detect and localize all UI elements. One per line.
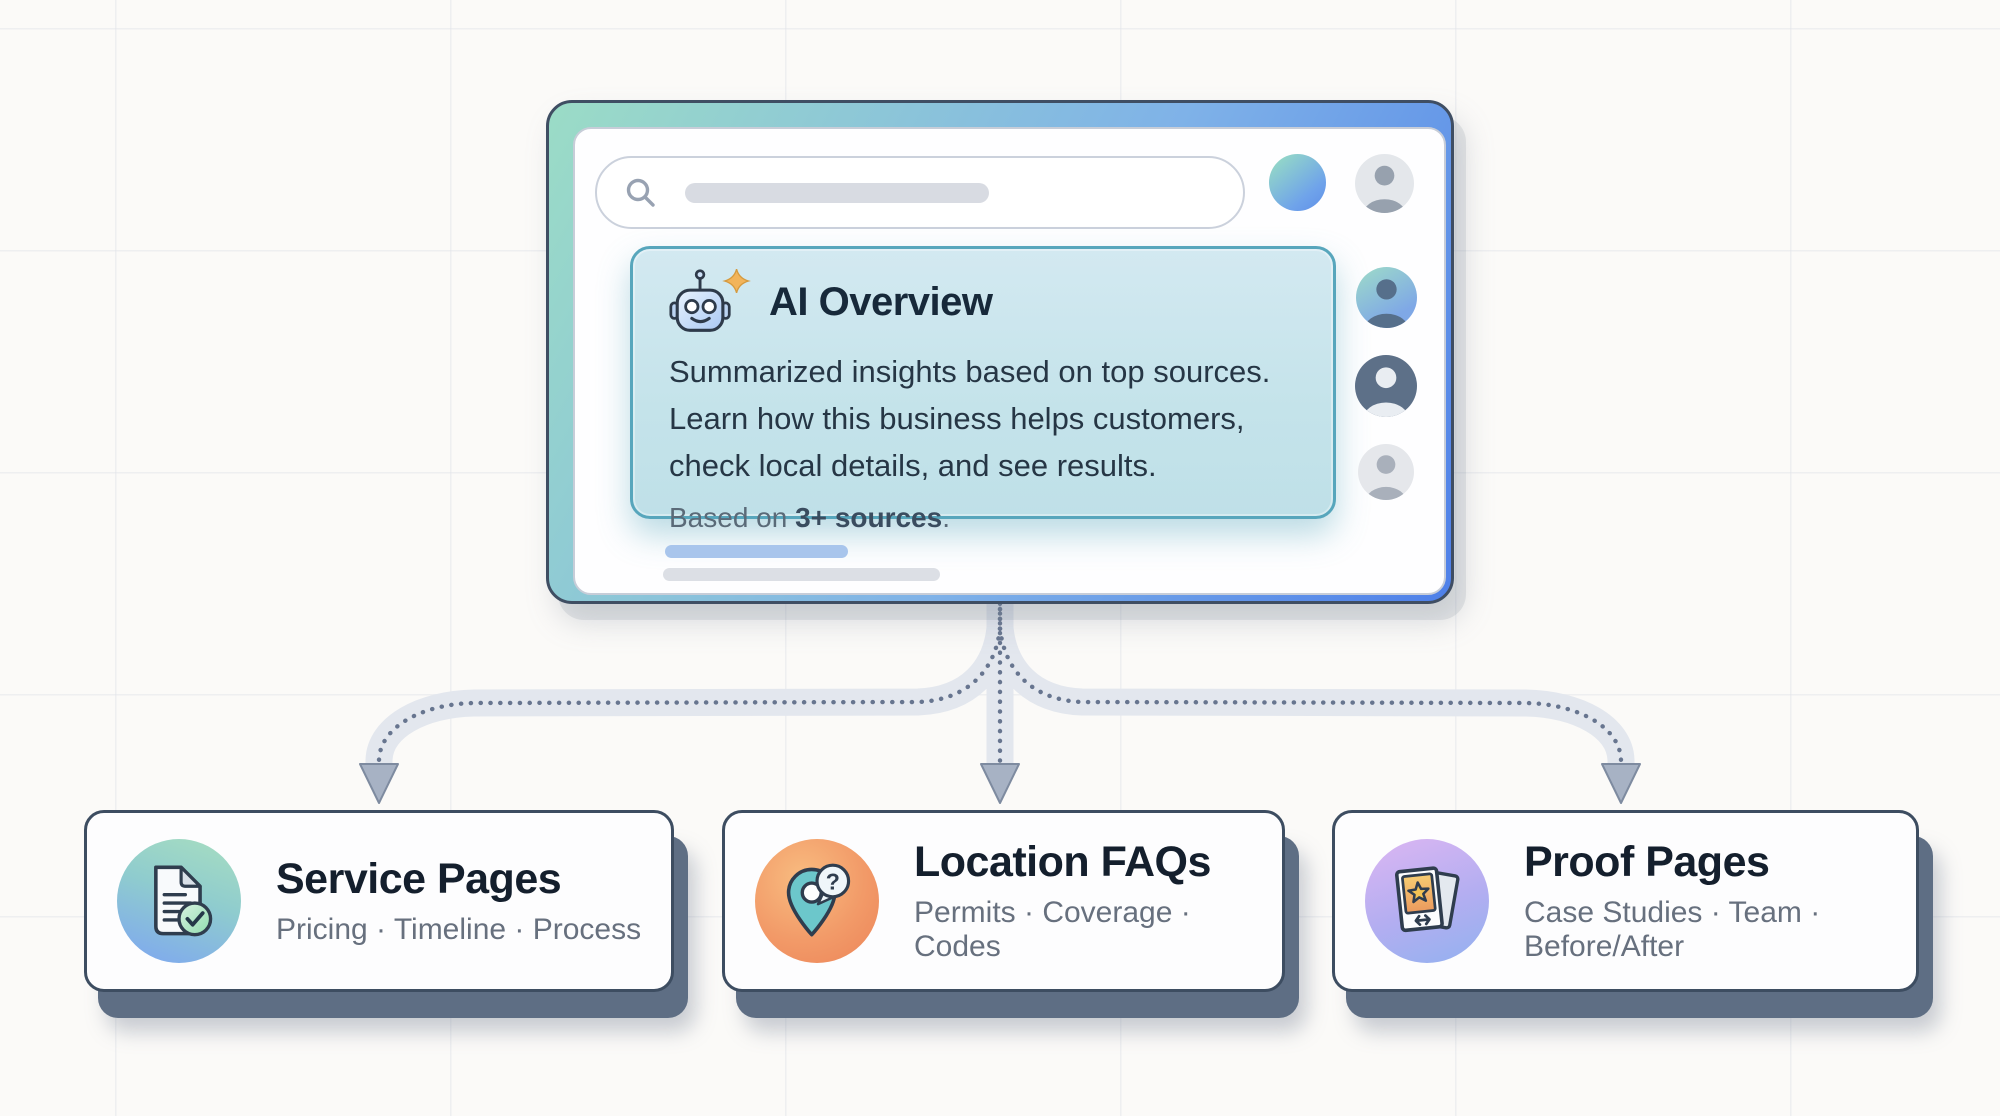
result-avatar-dark[interactable] bbox=[1355, 355, 1417, 417]
sources-count: 3+ sources bbox=[795, 502, 943, 533]
card-subtitle: Permits · Coverage · Codes bbox=[914, 896, 1191, 963]
browser-content-panel: AI Overview Summarized insights based on… bbox=[573, 127, 1446, 595]
user-avatar-icon[interactable] bbox=[1355, 154, 1414, 213]
summary-line: check local details, and see results. bbox=[669, 448, 1157, 483]
document-check-icon bbox=[117, 839, 241, 963]
result-avatar-muted[interactable] bbox=[1358, 444, 1414, 500]
arrowhead-center-icon bbox=[980, 763, 1020, 804]
profile-gradient-circle[interactable] bbox=[1269, 154, 1326, 211]
svg-text:?: ? bbox=[826, 868, 840, 894]
card-service-pages[interactable]: Service Pages Pricing · Timeline · Proce… bbox=[84, 810, 688, 1018]
ai-overview-title: AI Overview bbox=[769, 279, 993, 324]
arrowhead-right-icon bbox=[1601, 763, 1641, 804]
ai-overview-card[interactable]: AI Overview Summarized insights based on… bbox=[630, 246, 1336, 533]
card-title: Proof Pages bbox=[1524, 838, 1770, 886]
search-icon bbox=[626, 178, 655, 207]
search-bar[interactable] bbox=[595, 156, 1245, 229]
arrowhead-left-icon bbox=[359, 763, 399, 804]
summary-line: Summarized insights based on top sources… bbox=[669, 354, 1271, 389]
result-skeleton-gray bbox=[663, 568, 940, 581]
result-avatar-teal[interactable] bbox=[1356, 267, 1417, 328]
photo-star-icon bbox=[1365, 839, 1489, 963]
sources-note: Based on 3+ sources. bbox=[669, 502, 950, 533]
robot-sparkle-icon bbox=[669, 268, 751, 332]
browser-window: AI Overview Summarized insights based on… bbox=[546, 100, 1454, 604]
location-pin-question-icon: ? bbox=[755, 839, 879, 963]
card-subtitle: Case Studies · Team · Before/After bbox=[1524, 896, 1821, 963]
card-subtitle: Pricing · Timeline · Process bbox=[276, 913, 642, 946]
card-proof-pages[interactable]: Proof Pages Case Studies · Team · Before… bbox=[1332, 810, 1933, 1018]
ai-overview-summary: Summarized insights based on top sources… bbox=[669, 348, 1299, 489]
card-title: Service Pages bbox=[276, 855, 562, 903]
result-skeleton-blue bbox=[665, 545, 848, 558]
card-location-faqs[interactable]: ? Location FAQs Permits · Coverage · Cod… bbox=[722, 810, 1299, 1018]
card-title: Location FAQs bbox=[914, 838, 1211, 886]
summary-line: Learn how this business helps customers, bbox=[669, 401, 1245, 436]
search-query-skeleton bbox=[685, 182, 989, 203]
